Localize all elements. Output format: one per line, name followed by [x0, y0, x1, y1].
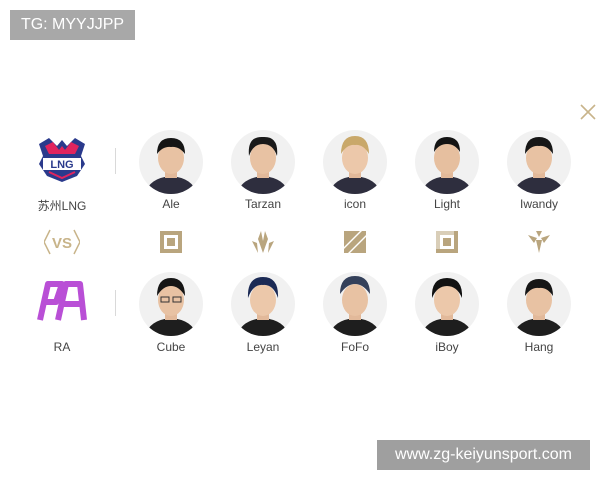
player-name: iBoy: [435, 340, 459, 354]
player-name: Ale: [162, 197, 180, 211]
lng-logo: LNG: [39, 138, 85, 182]
player-photo-icon: [421, 278, 473, 336]
player-name: Hang: [524, 340, 554, 354]
vs-icon: VS: [44, 229, 80, 255]
separator: [115, 148, 116, 174]
player-photo-icon: [421, 137, 473, 194]
player-name: Tarzan: [244, 197, 282, 211]
separator: [115, 290, 116, 316]
support-icon: [528, 231, 550, 253]
team-bottom-name: RA: [53, 340, 71, 354]
player-avatar[interactable]: [415, 272, 479, 336]
player-photo-icon: [329, 136, 381, 194]
jungle-icon: [252, 231, 274, 253]
player-photo-icon: [513, 279, 565, 336]
player-avatar[interactable]: [231, 130, 295, 194]
player-avatar[interactable]: [323, 130, 387, 194]
player-name: Light: [433, 197, 461, 211]
watermark-bottom: www.zg-keiyunsport.com: [377, 440, 590, 470]
player-name: Cube: [156, 340, 186, 354]
ra-logo: [37, 281, 87, 321]
team-top-name: 苏州LNG: [37, 199, 87, 213]
player-name: icon: [343, 197, 366, 211]
svg-text:LNG: LNG: [50, 159, 73, 171]
mid-lane-icon: [344, 231, 366, 253]
close-icon[interactable]: [578, 102, 598, 122]
player-avatar[interactable]: [231, 272, 295, 336]
player-photo-icon: [145, 278, 197, 336]
player-avatar[interactable]: [323, 272, 387, 336]
player-name: Iwandy: [519, 197, 559, 211]
player-photo-icon: [237, 277, 289, 336]
player-name: FoFo: [340, 340, 369, 354]
player-photo-icon: [237, 136, 289, 194]
player-avatar[interactable]: [507, 130, 571, 194]
svg-text:VS: VS: [52, 235, 72, 252]
player-photo-icon: [329, 276, 381, 336]
player-avatar[interactable]: [139, 130, 203, 194]
player-avatar[interactable]: [415, 130, 479, 194]
watermark-top: TG: MYYJJPP: [10, 10, 135, 40]
player-name: Leyan: [246, 340, 280, 354]
player-avatar[interactable]: [507, 272, 571, 336]
player-photo-icon: [513, 137, 565, 194]
bot-lane-icon: [436, 231, 458, 253]
top-lane-icon: [160, 231, 182, 253]
player-photo-icon: [145, 138, 197, 194]
player-avatar[interactable]: [139, 272, 203, 336]
